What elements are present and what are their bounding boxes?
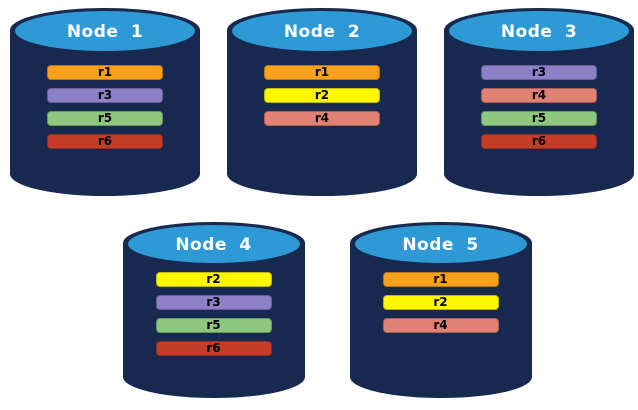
- replica-label: r5: [206, 318, 221, 332]
- replica-label: r4: [531, 88, 547, 102]
- replica-list: r1 r2 r4: [227, 65, 417, 126]
- replica-bar: r4: [481, 88, 597, 103]
- replica-bar: r6: [155, 341, 272, 356]
- node-cylinder-2: Node 2 r1 r2 r4: [227, 8, 417, 196]
- replica-label: r1: [97, 65, 113, 79]
- node-title: Node 5: [402, 234, 479, 255]
- replica-list: r1 r3 r5 r6: [10, 65, 200, 149]
- replica-label: r2: [314, 88, 330, 102]
- replica-label: r6: [206, 341, 221, 355]
- replica-list: r1 r2 r4: [350, 272, 532, 333]
- replica-label: r4: [433, 318, 448, 332]
- cylinder-top-ellipse: Node 3: [449, 11, 629, 51]
- replica-bar: r3: [481, 65, 597, 80]
- replica-bar: r4: [264, 111, 380, 126]
- replica-label: r3: [531, 65, 547, 79]
- replica-bar: r5: [155, 318, 272, 333]
- node-cylinder-1: Node 1 r1 r3 r5 r6: [10, 8, 200, 196]
- cylinder-top-ellipse: Node 2: [232, 11, 412, 51]
- replica-bar: r4: [382, 318, 499, 333]
- replica-bar: r1: [47, 65, 163, 80]
- replica-bar: r5: [481, 111, 597, 126]
- replica-label: r4: [314, 111, 330, 125]
- node-cylinder-3: Node 3 r3 r4 r5 r6: [444, 8, 634, 196]
- node-row-bottom: Node 4 r2 r3 r5 r6 Node 5 r1 r2 r4: [8, 222, 638, 398]
- node-title: Node 1: [66, 21, 144, 42]
- cylinder-top-ellipse: Node 1: [15, 11, 195, 51]
- replica-bar: r2: [382, 295, 499, 310]
- replica-bar: r3: [47, 88, 163, 103]
- replica-bar: r2: [155, 272, 272, 287]
- cylinder-top-ellipse: Node 4: [127, 225, 300, 263]
- node-title: Node 4: [175, 234, 252, 255]
- cylinder-top-ellipse: Node 5: [354, 225, 527, 263]
- replica-bar: r1: [264, 65, 380, 80]
- replica-label: r5: [531, 111, 547, 125]
- replica-bar: r1: [382, 272, 499, 287]
- replica-bar: r6: [47, 134, 163, 149]
- replica-label: r2: [433, 295, 448, 309]
- replica-label: r1: [433, 272, 448, 286]
- replica-label: r5: [97, 111, 113, 125]
- replica-label: r3: [206, 295, 221, 309]
- replica-bar: r6: [481, 134, 597, 149]
- replica-label: r6: [97, 134, 113, 148]
- replica-label: r6: [531, 134, 547, 148]
- replica-bar: r5: [47, 111, 163, 126]
- replica-list: r2 r3 r5 r6: [123, 272, 305, 356]
- replica-label: r3: [97, 88, 113, 102]
- node-title: Node 2: [283, 21, 361, 42]
- replica-label: r2: [206, 272, 221, 286]
- replica-bar: r3: [155, 295, 272, 310]
- replica-list: r3 r4 r5 r6: [444, 65, 634, 149]
- node-cylinder-4: Node 4 r2 r3 r5 r6: [122, 222, 305, 398]
- replica-bar: r2: [264, 88, 380, 103]
- node-title: Node 3: [500, 21, 578, 42]
- replica-label: r1: [314, 65, 330, 79]
- node-cylinder-5: Node 5 r1 r2 r4: [349, 222, 532, 398]
